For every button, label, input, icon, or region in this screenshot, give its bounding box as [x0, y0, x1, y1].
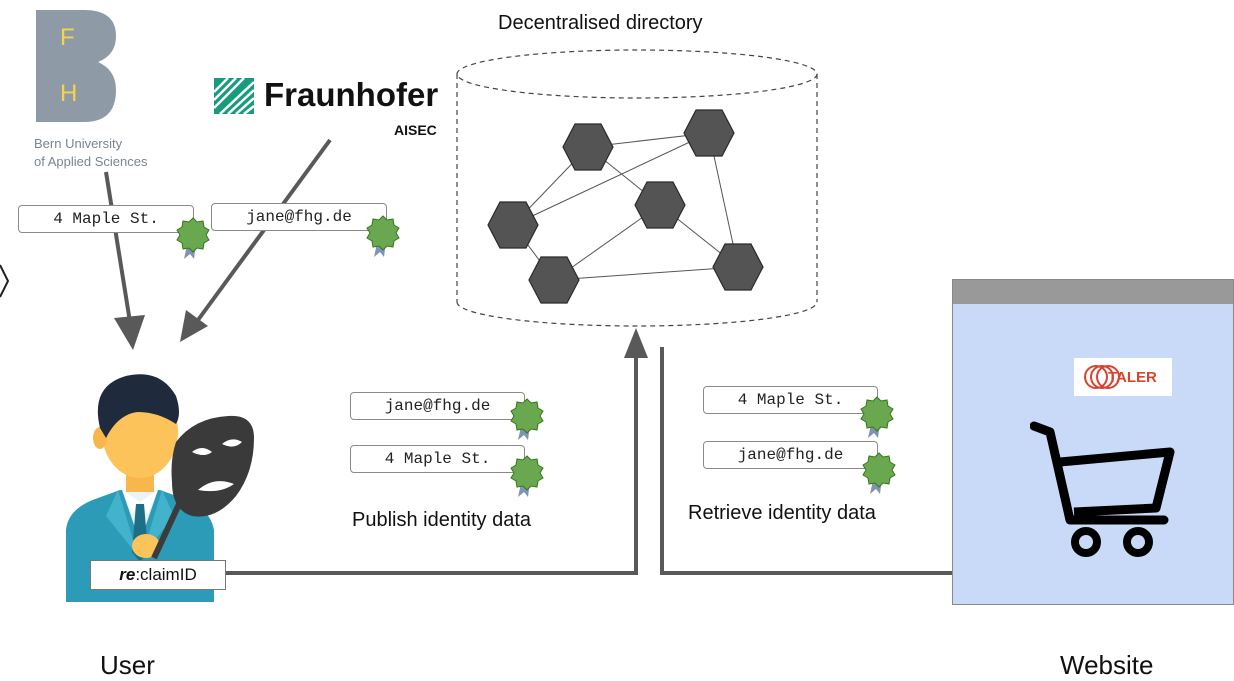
reclaimid-suffix: :claimID	[135, 565, 197, 584]
website-titlebar	[953, 280, 1233, 304]
seal-icon	[510, 455, 544, 497]
retrieve-label: Retrieve identity data	[688, 502, 876, 524]
hexagon-node	[634, 181, 686, 229]
bfh-letter-h: H	[60, 80, 78, 107]
bfh-name-line2: of Applied Sciences	[34, 154, 148, 169]
fraunhofer-sub: AISEC	[394, 122, 437, 138]
directory-title: Decentralised directory	[498, 12, 703, 34]
publish-arrow	[226, 356, 638, 575]
bfh-logo-icon	[36, 10, 116, 122]
hexagon-node	[562, 123, 614, 171]
taler-logo: TALER	[1074, 358, 1172, 396]
retrieve-arrow	[660, 347, 1016, 575]
hexagon-node	[528, 256, 580, 304]
left-edge-mark	[0, 264, 10, 298]
bfh-logo: F H Bern University of Applied Sciences	[30, 8, 180, 173]
bfh-issue-arrow	[104, 171, 132, 323]
fraunhofer-name: Fraunhofer	[264, 76, 439, 113]
reclaimid-box[interactable]: re:claimID	[90, 560, 226, 590]
mask-icon	[151, 415, 254, 560]
seal-icon	[860, 396, 894, 438]
hexagon-node	[487, 201, 539, 249]
hexagon-node	[683, 109, 735, 157]
publish-label: Publish identity data	[352, 509, 532, 531]
bfh-letter-f: F	[60, 24, 75, 51]
seal-icon	[176, 217, 210, 259]
reclaimid-prefix: re	[119, 565, 136, 584]
issued-email-attribute: jane@fhg.de	[211, 203, 387, 231]
retrieve-address-attribute: 4 Maple St.	[703, 386, 878, 414]
issued-address-attribute: 4 Maple St.	[18, 205, 194, 233]
taler-logo-icon	[1084, 365, 1120, 389]
fraunhofer-logo: Fraunhofer AISEC	[214, 74, 454, 144]
user-label: User	[100, 650, 155, 680]
shopping-cart-icon[interactable]	[1030, 420, 1180, 560]
seal-icon	[862, 452, 896, 494]
hexagon-node	[712, 243, 764, 291]
publish-address-attribute: 4 Maple St.	[350, 445, 525, 473]
seal-icon	[366, 215, 400, 257]
website-label: Website	[1060, 650, 1154, 680]
seal-icon	[510, 398, 544, 440]
retrieve-email-attribute: jane@fhg.de	[703, 441, 878, 469]
taler-name: TALER	[1108, 368, 1157, 386]
bfh-name-line1: Bern University	[34, 136, 123, 151]
fraunhofer-logo-icon	[214, 78, 254, 114]
publish-email-attribute: jane@fhg.de	[350, 392, 525, 420]
